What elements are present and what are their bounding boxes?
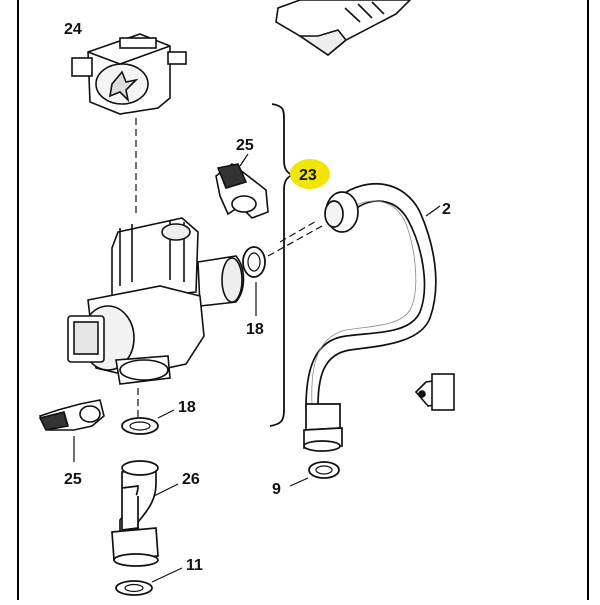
label-9: 9 (272, 481, 281, 498)
dash-line-18 (267, 225, 323, 257)
label-2-partial: 2 (442, 201, 451, 218)
label-26: 26 (182, 471, 200, 488)
label-18-left: 18 (178, 399, 196, 416)
highlight-circle-23 (290, 159, 330, 189)
clip-part-bottom (38, 399, 105, 431)
label-25-top: 25 (236, 137, 254, 154)
washer-9-inner (315, 465, 333, 475)
oring-18-right-inner (247, 252, 261, 272)
valve-body-part (67, 217, 245, 385)
leader-9 (289, 477, 309, 487)
leader-25-top (239, 153, 249, 167)
label-18-right: 18 (246, 321, 264, 338)
label-25-bottom: 25 (64, 471, 82, 488)
pipe-part-23 (303, 183, 437, 452)
leader-2x (425, 205, 441, 217)
top-bracket-part (275, 0, 412, 57)
washer-11-inner (124, 583, 144, 593)
label-11: 11 (186, 557, 203, 574)
label-23: 23 (299, 167, 317, 184)
right-edge-fitting (414, 373, 455, 411)
oring-18-left-inner (129, 421, 151, 431)
actuator-head-part (71, 33, 187, 115)
elbow-pipe-26 (111, 460, 159, 567)
leader-11 (151, 567, 183, 583)
leader-26 (153, 483, 179, 497)
dash-line-23 (279, 219, 319, 243)
group-bracket (269, 103, 295, 427)
label-24: 24 (64, 21, 82, 38)
clip-part-top (215, 163, 269, 219)
leader-18-left (157, 409, 175, 419)
